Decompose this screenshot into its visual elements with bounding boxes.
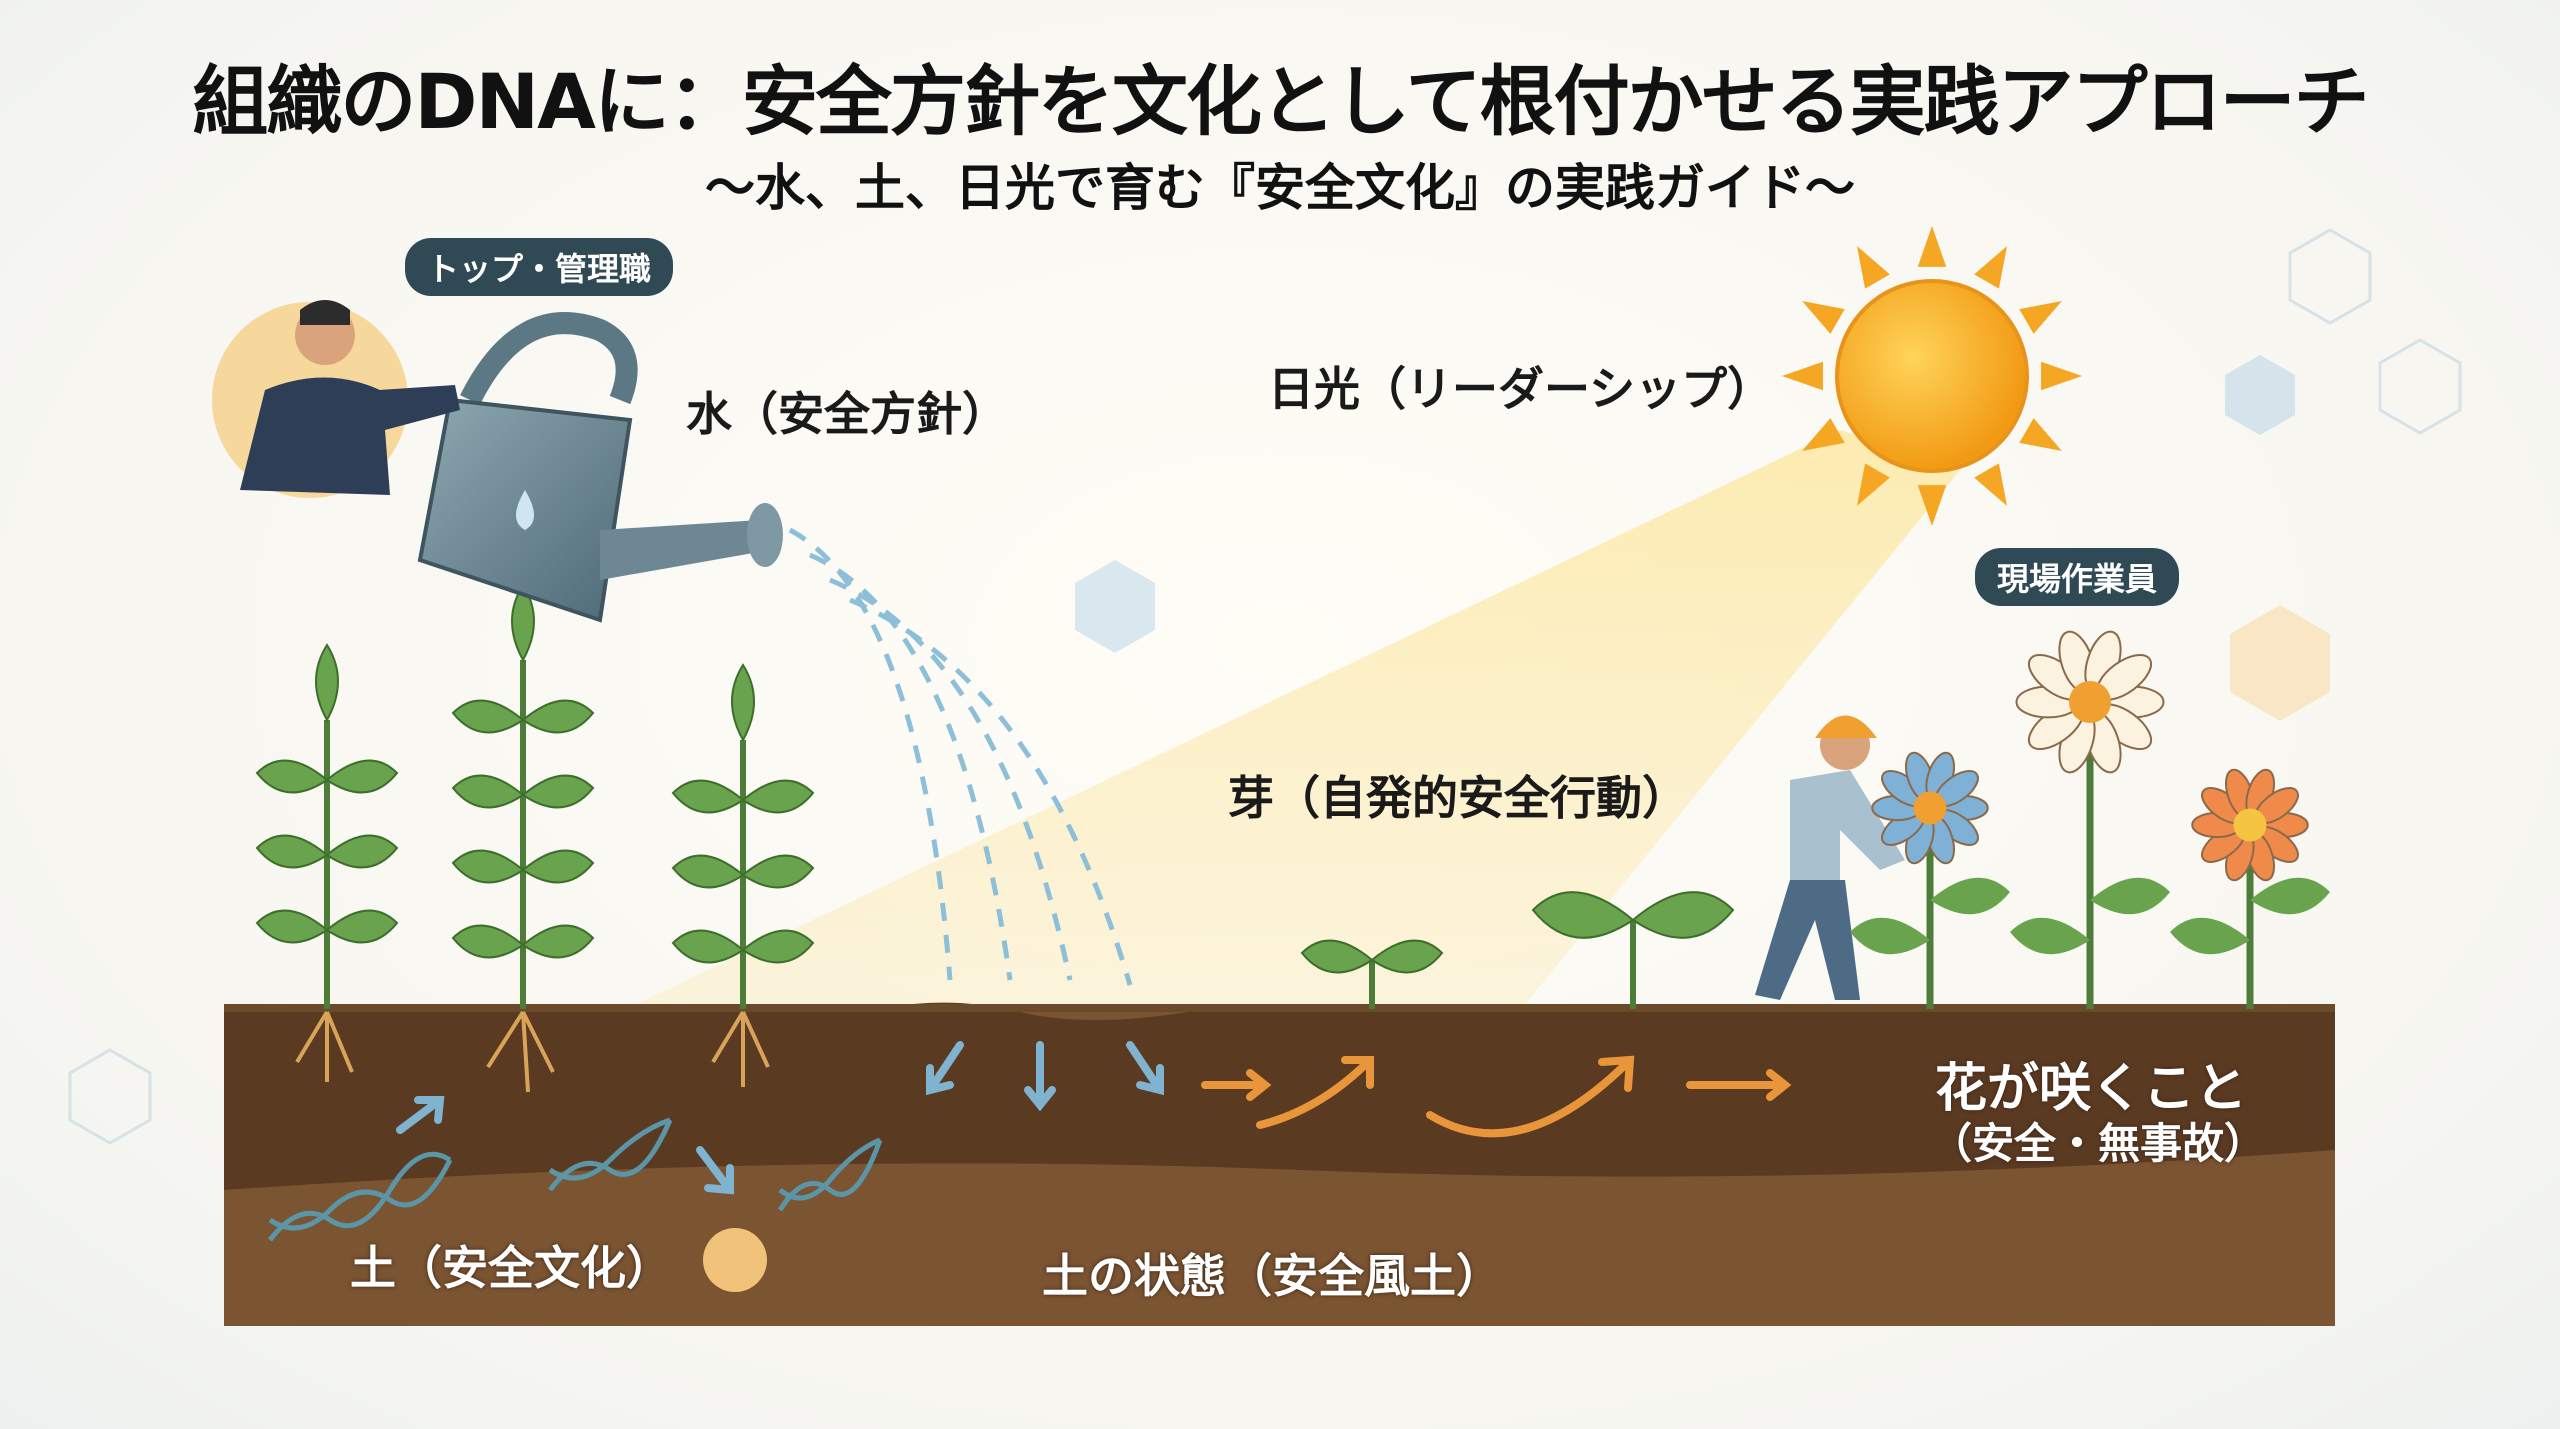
- water-stream: [788, 527, 1133, 986]
- flower: [1850, 751, 2010, 1009]
- label-sprout: 芽（自発的安全行動）: [1228, 771, 1688, 825]
- soil-top-layer: [224, 1002, 2335, 1190]
- badge-workers: 現場作業員: [1975, 548, 2180, 606]
- badge-management: トップ・管理職: [405, 238, 674, 296]
- page-subtitle: 〜水、土、日光で育む『安全文化』の実践ガイド〜: [705, 159, 1855, 217]
- label-bloom: 花が咲くこと: [1935, 1059, 2248, 1119]
- flowers: [1850, 630, 2330, 1009]
- label-soil: 土（安全文化）: [350, 1241, 672, 1295]
- dna-icon: [268, 1117, 883, 1242]
- label-sunlight: 日光（リーダーシップ）: [1268, 362, 1774, 416]
- hexagon-decoration: [68, 228, 2462, 1145]
- water-arrows: [396, 1041, 1164, 1195]
- sun-icon: [1782, 226, 2082, 526]
- hexagon-decoration: [1075, 560, 1155, 653]
- manager-avatar: [212, 300, 460, 498]
- roots: [295, 1010, 770, 1093]
- worker-figure: [1755, 715, 1905, 1000]
- sprout: [1531, 891, 1735, 1009]
- label-bloom-sub: （安全・無事故）: [1930, 1119, 2267, 1168]
- label-soil-state: 土の状態（安全風土）: [1042, 1249, 1502, 1303]
- sun-ray: [1802, 301, 1845, 334]
- sun-ray: [1857, 463, 1890, 506]
- growth-arrows: [1201, 1055, 1792, 1138]
- sun-ray: [1917, 226, 1947, 267]
- sun-ray: [2041, 361, 2082, 391]
- sun-ray: [1917, 485, 1947, 526]
- sun-ray: [2019, 301, 2062, 334]
- plant: [671, 663, 815, 1009]
- sun-ray: [1857, 246, 1890, 289]
- sprout: [1300, 939, 1444, 1009]
- hexagon-decoration: [2225, 355, 2295, 435]
- page-title: 組織のDNAに：安全方針を文化として根付かせる実践アプローチ: [192, 57, 2369, 146]
- sunlight-beam: [620, 430, 1960, 1012]
- flower: [2170, 768, 2330, 1009]
- plant: [255, 643, 399, 1009]
- head-lightbulb-icon: [703, 1228, 767, 1292]
- plants: [255, 583, 1735, 1009]
- plant: [451, 583, 595, 1009]
- flower: [2010, 630, 2170, 1009]
- sun-ray: [1974, 463, 2007, 506]
- label-water: 水（安全方針）: [686, 387, 1008, 441]
- hexagon-decoration: [2230, 605, 2330, 721]
- sun-ray: [2019, 418, 2062, 451]
- watering-can-icon: [417, 312, 783, 623]
- grass-line: [224, 1004, 2335, 1012]
- sun-ray: [1974, 246, 2007, 289]
- sun-ray: [1802, 418, 1845, 451]
- sun-ray: [1782, 361, 1823, 391]
